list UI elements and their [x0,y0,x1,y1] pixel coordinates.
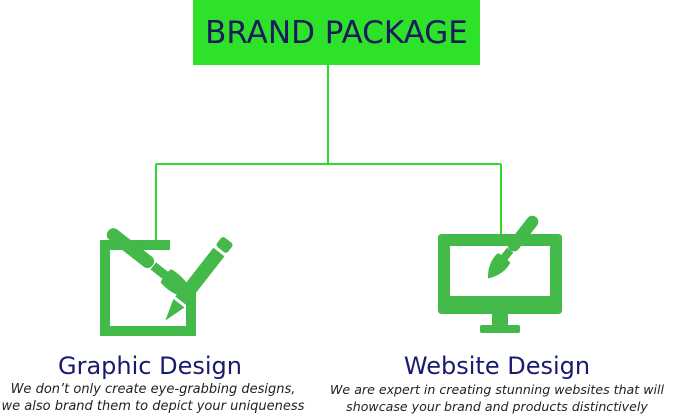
website-design-title: Website Design [403,352,591,380]
graphic-design-title: Graphic Design [58,352,242,380]
graphic-design-description-line-2: we also brand them to depict your unique… [1,399,305,414]
graphic-design-description-line-1: We don’t only create eye-grabbing design… [10,382,296,397]
pencil-brush-icon [96,212,236,348]
website-design-description-line-2: showcase your brand and products distinc… [346,399,648,414]
website-design-description-line-1: We are expert in creating stunning websi… [329,382,665,397]
brand-package-box: BRAND PACKAGE [193,0,480,65]
brand-package-title: BRAND PACKAGE [205,14,468,51]
monitor-brush-icon [434,214,562,346]
